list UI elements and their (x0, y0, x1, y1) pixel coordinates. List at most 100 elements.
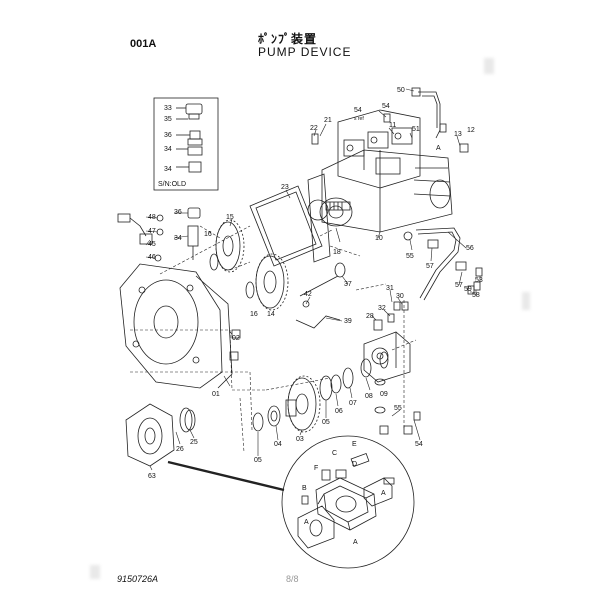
callout-55: 55 (406, 253, 414, 260)
callout-04: 04 (274, 441, 282, 448)
leader-lines (130, 225, 417, 453)
bolt-set (311, 113, 483, 435)
callout-detail-F: F (314, 465, 318, 472)
snap-ring-07 (342, 367, 354, 389)
callout-46: 46 (148, 254, 156, 261)
document-number: 9150726A (117, 574, 159, 584)
gear-03 (287, 375, 321, 433)
callout-26: 26 (176, 446, 184, 453)
coupling-63 (125, 403, 175, 467)
callout-13: 13 (454, 131, 462, 138)
drain-pipe (415, 227, 461, 301)
inset-valve-body (187, 130, 203, 173)
callout-48: 48 (148, 214, 156, 221)
page-number: 8/8 (286, 574, 299, 584)
pump-shaft (325, 201, 351, 211)
dipstick (299, 275, 339, 297)
callout-detail-D: D (352, 461, 357, 468)
callout-54c: 54 (415, 441, 423, 448)
callout-06: 06 (335, 408, 343, 415)
callout-lines (145, 88, 481, 471)
cap-36 (187, 207, 201, 219)
inset-callout-34b: 34 (164, 146, 172, 153)
bearing-08 (360, 358, 372, 378)
fitting-28 (373, 319, 383, 331)
callout-18: 18 (333, 249, 341, 256)
snap-ring-16b (245, 281, 255, 299)
callout-detail-A3: A (353, 539, 358, 546)
pilot-pipe-inner (422, 95, 438, 128)
bearing-04 (267, 405, 281, 427)
gear-shaft-34 (187, 225, 199, 260)
title-japanese: ﾎﾟﾝﾌﾟ装置 (258, 32, 318, 46)
spacer-25 (184, 409, 196, 431)
callout-detail-E: E (352, 441, 357, 448)
gauge-fitting (302, 300, 310, 308)
callout-55b: 55 (394, 405, 402, 412)
callout-07: 07 (349, 400, 357, 407)
callout-03: 03 (296, 436, 304, 443)
callout-08: 08 (365, 393, 373, 400)
detail-set-screw (301, 469, 331, 505)
gear-pump-28 (363, 331, 411, 383)
inset-cap (185, 103, 203, 120)
pipe-bracket (427, 239, 439, 249)
callout-05: 05 (322, 419, 330, 426)
callout-57: 57 (426, 263, 434, 270)
callout-16: 16 (204, 231, 212, 238)
callout-32: 32 (378, 305, 386, 312)
callout-54b: 54 (382, 103, 390, 110)
inset-callout-35: 35 (164, 116, 172, 123)
callout-detail-A2: A (304, 519, 309, 526)
inset-callout-36: 36 (164, 132, 172, 139)
page-code: 001A (130, 38, 157, 50)
detail-arrow (167, 460, 285, 492)
pump-mount-flange (307, 173, 331, 263)
callout-50: 50 (397, 87, 405, 94)
oil-seal-05 (252, 412, 264, 432)
callout-28: 28 (366, 313, 374, 320)
callout-58: 58 (472, 292, 480, 299)
pump-gasket (249, 185, 323, 267)
callout-36: 36 (174, 209, 182, 216)
scan-smear (90, 565, 100, 579)
callout-57b: 57 (455, 282, 463, 289)
callout-14: 14 (267, 311, 275, 318)
main-pump-body (319, 149, 453, 233)
flywheel-housing (119, 263, 233, 389)
callout-16b: 16 (250, 311, 258, 318)
snap-ring-25 (179, 407, 193, 433)
o-ring (374, 406, 386, 414)
pump-gasket-inner (255, 191, 317, 261)
callout-30: 30 (396, 293, 404, 300)
callout-31: 31 (386, 285, 394, 292)
scan-smear (484, 58, 494, 74)
callout-59: 59 (464, 286, 472, 293)
gear-15 (215, 219, 245, 273)
control-valve-block (337, 109, 421, 189)
callout-54: 54 (354, 107, 362, 114)
gear-14 (255, 253, 289, 311)
callout-01: 01 (212, 391, 220, 398)
snap-ring-09 (379, 351, 389, 369)
callout-detail-B: B (302, 485, 307, 492)
callout-63: 63 (148, 473, 156, 480)
callout-51: 51 (412, 126, 420, 133)
pipe-bracket (455, 261, 467, 271)
callout-39: 39 (344, 318, 352, 325)
pipe-fitting (411, 87, 421, 97)
callout-53: 53 (475, 277, 483, 284)
snap-ring-16 (209, 253, 219, 271)
plug (229, 351, 239, 361)
spacer-06 (330, 374, 342, 394)
callout-34: 34 (174, 235, 182, 242)
inset-note: S/N:OLD (158, 181, 186, 188)
callout-labels: 50 54 s ref 21 22 11 51 13 12 23 34 33 3… (148, 87, 483, 546)
level-gauge-tube (295, 315, 341, 329)
callout-02: 02 (232, 335, 240, 342)
callout-25: 25 (190, 439, 198, 446)
detail-coupling-spider (315, 477, 377, 531)
inset-callout-33: 33 (164, 105, 172, 112)
callout-21: 21 (324, 117, 332, 124)
